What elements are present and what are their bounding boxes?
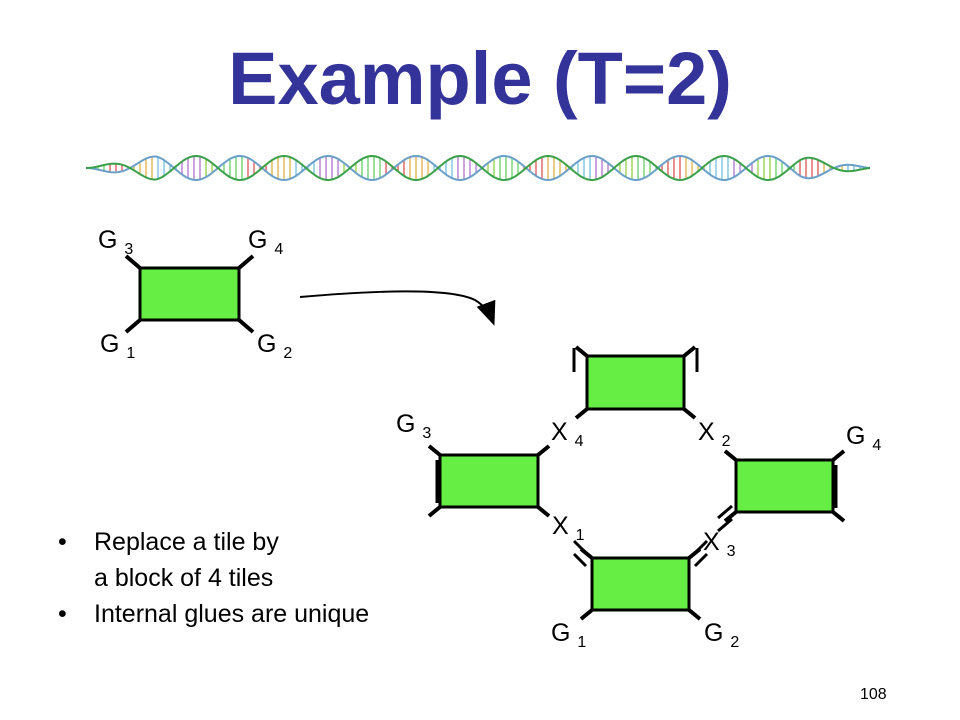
bullet-text: Internal glues are unique (94, 600, 370, 628)
bullet-text-continued: a block of 4 tiles (94, 564, 274, 592)
block-tile-top (572, 345, 699, 420)
slide-title: Example (T=2) (228, 37, 732, 120)
transform-arrow (299, 290, 496, 326)
block-tile-left (427, 444, 551, 518)
bullet-item: Internal glues are unique (58, 596, 369, 632)
glue-label-g2-block: G 2 (704, 619, 739, 651)
glue-label-g4-single: G 4 (248, 226, 283, 258)
bullet-item: Replace a tile by a block of 4 tiles (58, 524, 369, 596)
slide-number: 108 (860, 686, 887, 703)
glue-label-x1: X 1 (552, 512, 585, 544)
glue-label-g2-single: G 2 (257, 330, 292, 362)
block-tile-right (723, 449, 846, 523)
glue-label-g1-block: G 1 (551, 619, 586, 651)
glue-label-x2: X 2 (698, 418, 731, 450)
glue-label-x3: X 3 (703, 528, 736, 560)
single-tile (124, 254, 255, 334)
bullet-list: Replace a tile by a block of 4 tiles Int… (58, 524, 369, 632)
glue-label-g3-block: G 3 (396, 410, 431, 442)
glue-label-g3-single: G 3 (98, 226, 133, 258)
bullet-text: Replace a tile by (94, 528, 279, 556)
glue-label-g4-block: G 4 (846, 422, 881, 454)
block-tile-bottom (572, 504, 733, 621)
glue-label-x4: X 4 (551, 418, 584, 450)
dna-helix-decoration (86, 154, 870, 182)
glue-label-g1-single: G 1 (100, 330, 135, 362)
